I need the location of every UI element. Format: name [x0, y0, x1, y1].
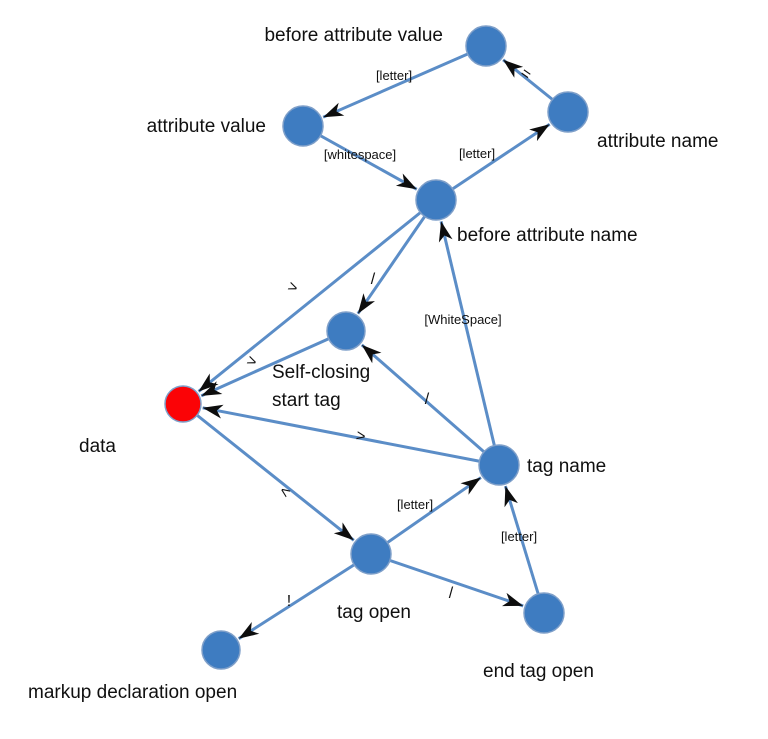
state-node-label-line: end tag open [483, 661, 594, 682]
edge-before-attribute-name-to-attribute-name [435, 122, 551, 202]
labels-layer: [letter]=[whitespace][letter]>/[WhiteSpa… [28, 25, 718, 703]
edge-tag-open-to-markup-declaration-open [237, 552, 372, 640]
state-node-label-attribute-name: attribute name [597, 131, 718, 152]
state-node-label-line: attribute name [597, 131, 718, 152]
state-node-label-line: markup declaration open [28, 682, 237, 703]
state-node-label-end-tag-open: end tag open [483, 661, 594, 682]
edge-data-to-tag-open [182, 402, 355, 542]
state-node-label-tag-open: tag open [337, 602, 411, 623]
edge-tag-name-to-data [202, 404, 500, 467]
state-node-label-line: start tag [272, 390, 341, 411]
edge-before-attribute-name-to-self-closing-start-tag [356, 199, 438, 315]
state-node-label-data: data [79, 436, 116, 457]
edge-before-attribute-value-to-attribute-value [322, 44, 487, 119]
edge-self-closing-start-tag-to-data [200, 329, 347, 398]
edge-label-before-attribute-name-to-self-closing-start-tag: / [371, 271, 376, 288]
state-node-label-line: tag open [337, 602, 411, 623]
edge-label-attribute-value-to-before-attribute-name: [whitespace] [324, 147, 396, 162]
state-node-before-attribute-value [465, 25, 507, 67]
state-node-label-markup-declaration-open: markup declaration open [28, 682, 237, 703]
state-node-end-tag-open [523, 592, 565, 634]
edge-label-tag-open-to-markup-declaration-open: ! [287, 593, 291, 610]
state-node-label-attribute-value: attribute value [147, 116, 266, 137]
edge-label-tag-open-to-tag-name: [letter] [397, 497, 433, 512]
state-node-label-line: before attribute value [264, 25, 443, 46]
state-node-label-line: Self-closing [272, 362, 370, 383]
state-node-label-before-attribute-name: before attribute name [457, 225, 638, 246]
state-node-tag-name [478, 444, 520, 486]
state-node-label-self-closing-start-tag: Self-closing start tag [272, 362, 370, 411]
edge-label-before-attribute-name-to-data: > [285, 278, 300, 297]
edge-label-tag-name-to-before-attribute-name: [WhiteSpace] [424, 312, 501, 327]
edge-label-before-attribute-value-to-attribute-value: [letter] [376, 68, 412, 83]
state-node-label-line: tag name [527, 456, 606, 477]
edge-label-data-to-tag-open: < [276, 483, 293, 502]
edge-attribute-value-to-before-attribute-name [302, 124, 418, 191]
state-node-attribute-value [282, 105, 324, 147]
edge-before-attribute-name-to-data [197, 198, 437, 393]
state-node-markup-declaration-open [201, 630, 241, 670]
edge-label-end-tag-open-to-tag-name: [letter] [501, 529, 537, 544]
state-node-label-line: before attribute name [457, 225, 638, 246]
edge-tag-name-to-before-attribute-name [438, 221, 501, 466]
state-node-label-line: attribute value [147, 116, 266, 137]
edge-tag-name-to-self-closing-start-tag [360, 343, 500, 467]
state-node-tag-open [350, 533, 392, 575]
state-node-data [164, 385, 202, 423]
edge-tag-open-to-tag-name [370, 476, 482, 556]
edge-label-before-attribute-name-to-attribute-name: [letter] [459, 146, 495, 161]
edge-label-tag-name-to-data: > [355, 427, 367, 445]
state-node-self-closing-start-tag [326, 311, 366, 351]
state-node-label-line: data [79, 436, 116, 457]
edge-label-tag-open-to-end-tag-open: / [449, 585, 454, 602]
state-node-attribute-name [547, 91, 589, 133]
edge-label-tag-name-to-self-closing-start-tag: / [425, 391, 430, 408]
edges-layer [182, 44, 569, 640]
state-node-label-tag-name: tag name [527, 456, 606, 477]
state-node-label-before-attribute-value: before attribute value [264, 25, 443, 46]
edge-label-self-closing-start-tag-to-data: > [244, 352, 259, 371]
edge-end-tag-open-to-tag-name [503, 485, 546, 614]
state-node-before-attribute-name [415, 179, 457, 221]
edge-tag-open-to-end-tag-open [370, 552, 524, 608]
nodes-layer [164, 25, 589, 670]
